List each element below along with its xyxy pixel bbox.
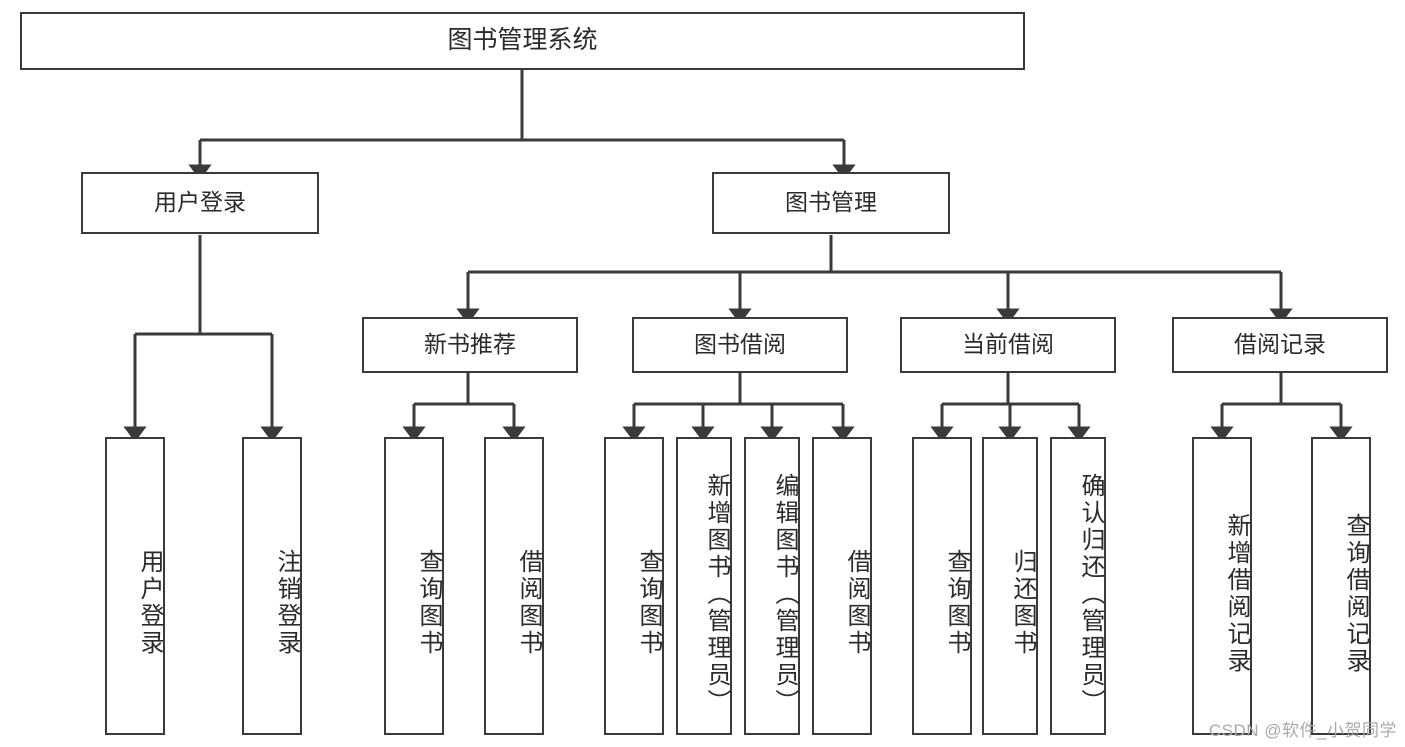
node-label: 确认归还（管理员） xyxy=(1077,472,1104,716)
node-leaf-edit-book-admin[interactable]: 编辑图书（管理员） xyxy=(744,437,800,735)
node-leaf-query-book-borrow[interactable]: 查询图书 xyxy=(604,437,664,735)
node-borrow-record[interactable]: 借阅记录 xyxy=(1172,317,1388,373)
node-leaf-borrow-book-recommend[interactable]: 借阅图书 xyxy=(484,437,544,735)
node-book-management[interactable]: 图书管理 xyxy=(712,172,950,234)
node-leaf-query-borrow-record[interactable]: 查询借阅记录 xyxy=(1311,437,1371,735)
node-leaf-borrow-book[interactable]: 借阅图书 xyxy=(812,437,872,735)
node-label: 用户登录 xyxy=(154,189,246,216)
node-label: 图书管理系统 xyxy=(447,26,598,55)
node-label: 查询借阅记录 xyxy=(1342,513,1369,675)
node-current-borrow[interactable]: 当前借阅 xyxy=(900,317,1116,373)
node-label: 查询图书 xyxy=(635,549,662,657)
node-new-book-recommend[interactable]: 新书推荐 xyxy=(362,317,578,373)
node-label: 注销登录 xyxy=(273,549,300,657)
node-user-login[interactable]: 用户登录 xyxy=(81,172,319,234)
node-leaf-query-book-recommend[interactable]: 查询图书 xyxy=(384,437,444,735)
node-label: 新增图书（管理员） xyxy=(703,472,730,716)
node-leaf-confirm-return-admin[interactable]: 确认归还（管理员） xyxy=(1050,437,1106,735)
node-root-book-management-system[interactable]: 图书管理系统 xyxy=(20,12,1025,70)
node-label: 用户登录 xyxy=(136,549,163,657)
node-label: 查询图书 xyxy=(415,549,442,657)
node-leaf-return-book[interactable]: 归还图书 xyxy=(982,437,1038,735)
node-label: 查询图书 xyxy=(943,549,970,657)
node-label: 新书推荐 xyxy=(424,331,516,358)
node-book-borrow[interactable]: 图书借阅 xyxy=(632,317,848,373)
node-label: 借阅图书 xyxy=(515,549,542,657)
node-leaf-add-borrow-record[interactable]: 新增借阅记录 xyxy=(1192,437,1252,735)
node-label: 借阅记录 xyxy=(1234,331,1326,358)
watermark: CSDN @软件_小贺同学 xyxy=(1208,721,1397,740)
node-label: 借阅图书 xyxy=(843,549,870,657)
node-label: 当前借阅 xyxy=(962,331,1054,358)
node-label: 新增借阅记录 xyxy=(1223,513,1250,675)
node-leaf-query-book-current[interactable]: 查询图书 xyxy=(912,437,972,735)
node-leaf-user-login[interactable]: 用户登录 xyxy=(105,437,165,735)
node-label: 归还图书 xyxy=(1009,549,1036,657)
node-label: 图书管理 xyxy=(785,189,877,216)
node-leaf-add-book-admin[interactable]: 新增图书（管理员） xyxy=(676,437,732,735)
node-leaf-logout-login[interactable]: 注销登录 xyxy=(242,437,302,735)
node-label: 编辑图书（管理员） xyxy=(771,472,798,716)
node-label: 图书借阅 xyxy=(694,331,786,358)
